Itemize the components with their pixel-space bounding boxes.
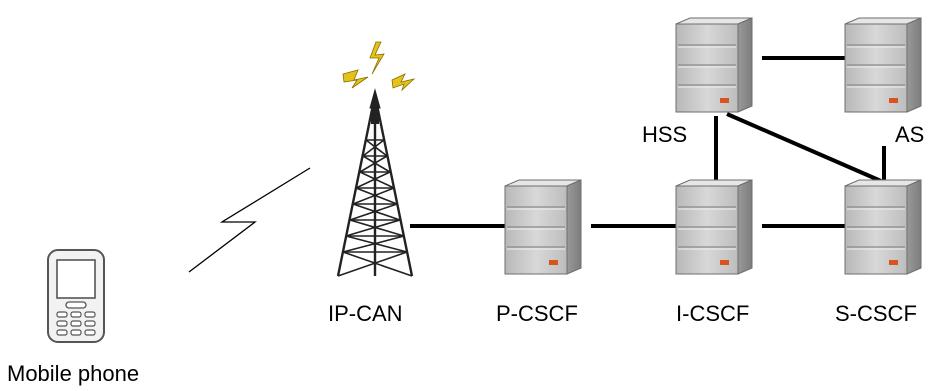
- hss-server-icon: [675, 17, 753, 113]
- as-server-icon: [844, 17, 922, 113]
- wireless-link: [188, 167, 311, 273]
- label-mobile-phone: Mobile phone: [7, 361, 139, 386]
- label-s-cscf: S-CSCF: [835, 301, 917, 326]
- label-ip-can: IP-CAN: [328, 301, 403, 326]
- mobile-phone-icon: [47, 249, 105, 343]
- link-hss-scscf: [726, 112, 882, 183]
- s-cscf-server-icon: [844, 179, 922, 275]
- p-cscf-server-icon: [504, 179, 582, 275]
- signal-spark-icon: [342, 41, 416, 92]
- links: [410, 56, 886, 228]
- i-cscf-server-icon: [675, 179, 753, 275]
- label-p-cscf: P-CSCF: [496, 301, 578, 326]
- radio-tower-icon: [336, 88, 414, 277]
- label-hss: HSS: [642, 122, 687, 147]
- label-i-cscf: I-CSCF: [676, 301, 749, 326]
- label-as: AS: [895, 122, 924, 147]
